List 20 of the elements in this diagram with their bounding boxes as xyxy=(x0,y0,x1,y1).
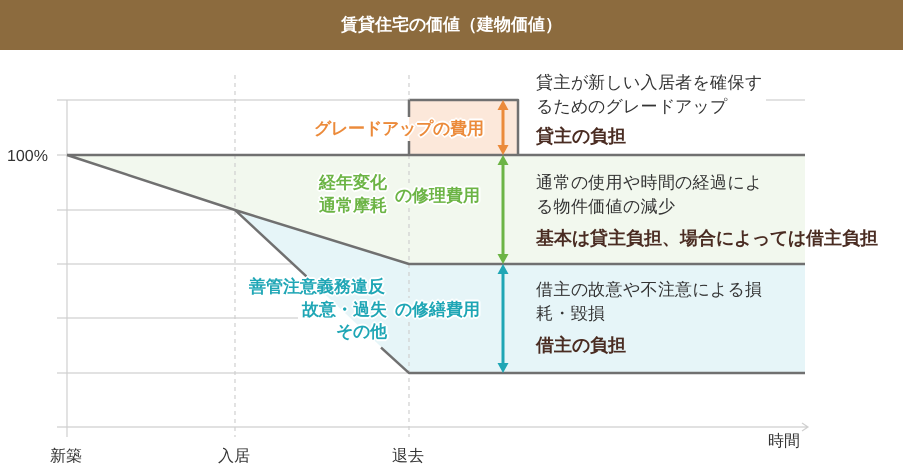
cost-label: の修繕費用 xyxy=(395,299,480,321)
cost-label: 善管注意義務違反 xyxy=(249,276,385,298)
axis-label: 時間 xyxy=(768,432,800,452)
burden-text: 借主の負担 xyxy=(536,334,626,357)
description-text: 貸主が新しい入居者を確保するためのグレードアップ xyxy=(536,72,764,118)
axis-label: 入居 xyxy=(218,447,250,465)
axis-label: 退去 xyxy=(392,447,424,465)
burden-text: 貸主の負担 xyxy=(536,125,626,148)
description-text: 借主の故意や不注意による損耗・毀損 xyxy=(536,279,764,324)
cost-label: の修理費用 xyxy=(395,185,480,207)
description-text: 通常の使用や時間の経過による物件価値の減少 xyxy=(536,172,764,218)
axis-label: 100% xyxy=(7,147,48,167)
title: 賃貸住宅の価値（建物価値） xyxy=(341,14,562,36)
cost-label: 経年変化 xyxy=(319,172,387,194)
cost-label: 通常摩耗 xyxy=(319,195,387,217)
cost-label: グレードアップの費用 xyxy=(314,118,484,140)
burden-text: 基本は貸主負担、場合によっては借主負担 xyxy=(536,227,878,250)
axis-label: 新築 xyxy=(50,447,82,465)
cost-label: 故意・過失 xyxy=(302,299,387,321)
cost-label: その他 xyxy=(336,321,387,343)
